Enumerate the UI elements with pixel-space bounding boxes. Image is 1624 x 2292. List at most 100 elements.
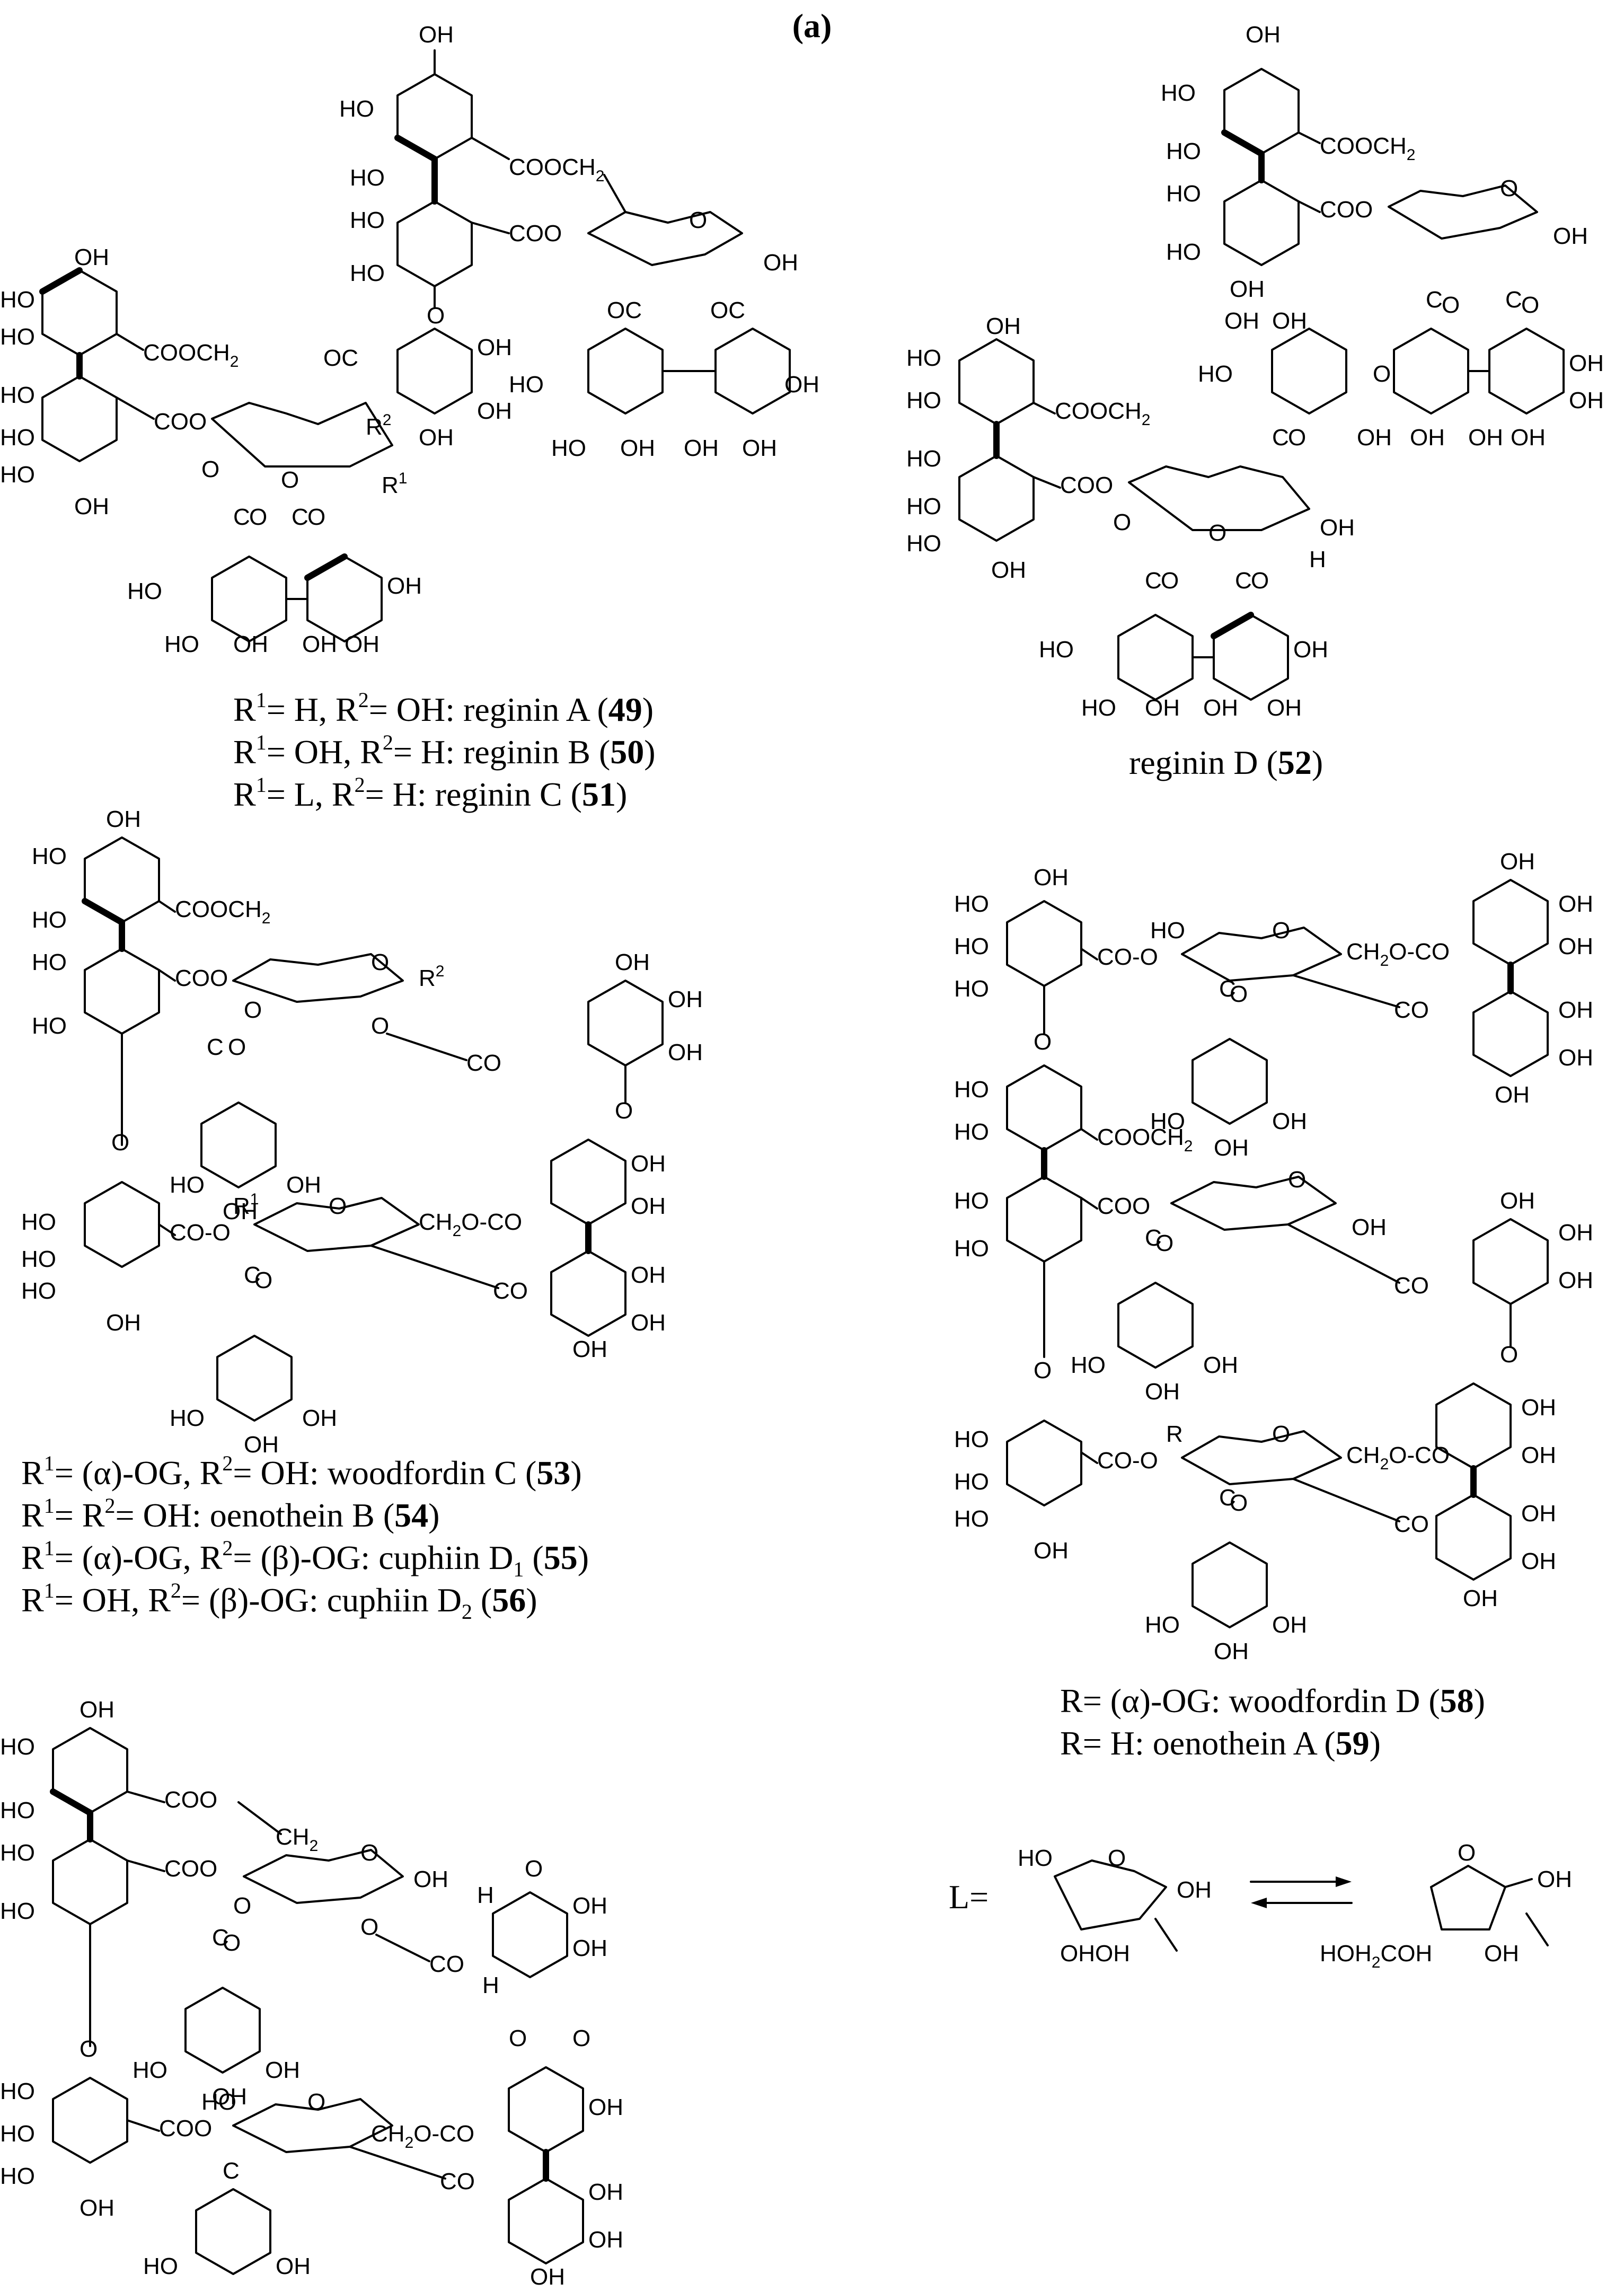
- atom-oh: OH: [1521, 1395, 1556, 1421]
- atom-codash: CO-O: [170, 1220, 231, 1246]
- atom-oh: OH: [1569, 350, 1604, 376]
- atom-o: O: [111, 1130, 129, 1156]
- atom-coo: COO: [154, 409, 207, 435]
- atom-oh: OH: [302, 631, 337, 657]
- atom-o: O: [360, 1840, 378, 1866]
- atom-coo: COO: [164, 1787, 217, 1813]
- atom-ho: HO: [954, 933, 989, 959]
- atom-oh: OH: [1521, 1442, 1556, 1468]
- atom-o: O: [615, 1098, 633, 1124]
- atom-oh: OH: [631, 1151, 666, 1177]
- atom-ho: HO: [954, 1506, 989, 1532]
- atom-cooch2: COOCH2: [1097, 1124, 1193, 1155]
- atom-hoh2c: HOH2COH: [1320, 1941, 1432, 1971]
- atom-oh: OH: [80, 2195, 114, 2221]
- atom-oh: OH: [572, 1935, 607, 1961]
- atom-oh: OH: [477, 398, 512, 424]
- atom-oh: OH: [1214, 1638, 1249, 1664]
- atom-ohoh: OHOH: [1060, 1941, 1130, 1967]
- label-compound-56: R1= OH, R2= (β)-OG: cuphiin D2 (56): [21, 1579, 537, 1624]
- atom-oh: OH: [1272, 308, 1307, 334]
- atom-o: O: [307, 2089, 325, 2115]
- atom-cooch2: COOCH2: [509, 154, 604, 185]
- atom-ho: HO: [1039, 637, 1074, 663]
- atom-oc: OC: [607, 297, 642, 323]
- atom-ho: HO: [32, 949, 67, 975]
- atom-oh: OH: [223, 1198, 258, 1224]
- atom-ho: HO: [32, 843, 67, 869]
- atom-c: C: [207, 1034, 224, 1060]
- atom-oh: OH: [1558, 997, 1593, 1023]
- atom-ho: HO: [1018, 1845, 1053, 1871]
- atom-oh: OH: [1203, 1352, 1238, 1378]
- atom-oh: OH: [1320, 515, 1355, 541]
- atom-co: CO: [1394, 997, 1429, 1023]
- atom-o: O: [1208, 520, 1226, 546]
- atom-coo: COO: [175, 965, 228, 991]
- atom-ho: HO: [906, 531, 941, 557]
- atom-o: O: [1288, 425, 1306, 451]
- atom-oh: OH: [1145, 695, 1180, 721]
- atom-oh: OH: [74, 493, 109, 519]
- atom-o: O: [1034, 1357, 1052, 1383]
- atom-ho: HO: [339, 96, 374, 122]
- atom-o: O: [1108, 1845, 1126, 1871]
- atom-oh: OH: [763, 250, 798, 276]
- atom-coo: COO: [159, 2115, 212, 2141]
- atom-o: O: [1272, 918, 1290, 944]
- atom-ho: HO: [906, 446, 941, 472]
- atom-o: O: [1230, 981, 1248, 1007]
- atom-ho: HO: [1150, 918, 1185, 944]
- atom-c: C: [212, 1925, 229, 1951]
- atom-ho: HO: [954, 1077, 989, 1103]
- atom-oh: OH: [387, 573, 422, 599]
- atom-oh: OH: [631, 1193, 666, 1219]
- panel-label: (a): [792, 7, 832, 45]
- atom-oh: OH: [1214, 1135, 1249, 1161]
- atom-o: O: [1442, 292, 1460, 318]
- atom-ho: HO: [906, 345, 941, 371]
- atom-oh: OH: [668, 1039, 703, 1065]
- atom-oh: OH: [631, 1262, 666, 1288]
- atom-ho: HO: [0, 1840, 35, 1866]
- atom-oh: OH: [1553, 223, 1588, 249]
- atom-r2: R2: [366, 411, 391, 440]
- atom-oh: OH: [419, 22, 454, 48]
- atom-o: O: [233, 1893, 251, 1919]
- atom-o: O: [329, 1193, 347, 1219]
- atom-oh: OH: [74, 244, 109, 270]
- atom-ho: HO: [1145, 1612, 1180, 1638]
- atom-coo: COO: [1097, 1193, 1150, 1219]
- atom-ho: HO: [21, 1246, 56, 1272]
- atom-o: O: [281, 467, 299, 493]
- atom-coo: COO: [509, 221, 562, 246]
- atom-ch2o: CH2O-CO: [419, 1209, 522, 1240]
- atom-oh: OH: [1034, 865, 1069, 891]
- atom-oh: OH: [1500, 849, 1535, 875]
- atom-oh: OH: [1463, 1585, 1498, 1611]
- atom-oh: OH: [615, 949, 650, 975]
- atom-ho: HO: [1161, 80, 1196, 106]
- atom-coo: COO: [1060, 472, 1113, 498]
- atom-ho: HO: [954, 1188, 989, 1214]
- atom-o: O: [1034, 1029, 1052, 1055]
- atom-ho: HO: [0, 324, 35, 350]
- atom-ho: HO: [1166, 181, 1201, 207]
- atom-ho: HO: [350, 207, 385, 233]
- atom-oh: OH: [668, 986, 703, 1012]
- atom-o: O: [228, 1034, 246, 1060]
- atom-o: O: [249, 504, 267, 530]
- atom-ho: HO: [906, 387, 941, 413]
- atom-oh: OH: [244, 1432, 279, 1458]
- atom-oh: OH: [684, 435, 719, 461]
- atom-ho: HO: [0, 2163, 35, 2189]
- atom-o: O: [525, 1856, 543, 1882]
- atom-oh: OH: [1203, 695, 1238, 721]
- atom-o: O: [1272, 1421, 1290, 1447]
- atom-oh: OH: [1558, 1220, 1593, 1246]
- atom-oh: OH: [1177, 1877, 1212, 1903]
- atom-o: O: [80, 2036, 98, 2062]
- atom-oh: OH: [1511, 425, 1546, 451]
- atom-ho: HO: [201, 2089, 236, 2115]
